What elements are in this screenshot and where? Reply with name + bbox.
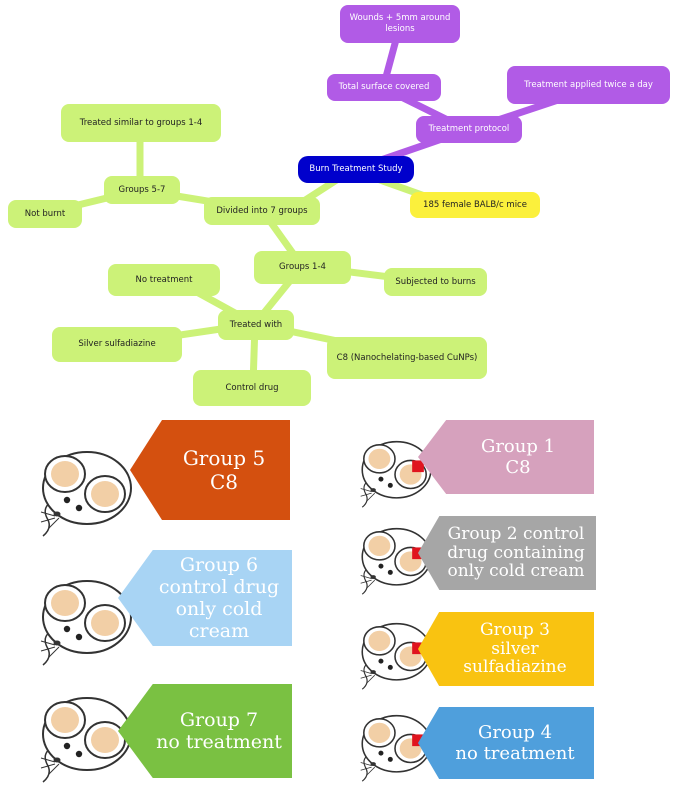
burn-mark-group-3 [412, 642, 424, 655]
mouse-icon-group-4 [359, 714, 432, 782]
group-1-title: Group 1 [480, 436, 556, 457]
node-control-drug: Control drug [193, 370, 311, 406]
node-not-burnt: Not burnt [8, 200, 82, 228]
group-6-treatment-line2: only cold cream [175, 598, 263, 642]
node-silver-sulfadiazine: Silver sulfadiazine [52, 327, 182, 362]
group-3-treatment-line2: sulfadiazine [463, 657, 567, 678]
group-2-line3: only cold cream [447, 561, 585, 582]
mouse-icon-group-3 [359, 622, 432, 690]
group-1-treatment: C8 [505, 457, 531, 478]
burn-mark-group-1 [412, 460, 424, 473]
node-no-treatment: No treatment [108, 264, 220, 296]
node-groups-1-4: Groups 1-4 [254, 251, 351, 284]
group-3-title: Group 3 [480, 619, 550, 640]
group-6-treatment-line1: control drug [158, 576, 280, 598]
group-4-title: Group 4 [477, 722, 553, 743]
node-treatment-protocol: Treatment protocol [416, 116, 522, 143]
group-7-label: Group 7 no treatment [118, 684, 292, 778]
node-wounds: Wounds + 5mm around lesions [340, 5, 460, 43]
group-7-treatment: no treatment [156, 731, 282, 753]
burn-mark-group-2 [412, 547, 424, 560]
group-5-title: Group 5 [182, 446, 266, 470]
node-mice: 185 female BALB/c mice [410, 192, 540, 218]
mouse-icon-group-5 [40, 451, 132, 537]
group-2-label: Group 2 control drug containing only col… [418, 516, 596, 590]
group-4-treatment: no treatment [455, 743, 575, 764]
group-7-title: Group 7 [179, 709, 259, 731]
node-groups-5-7: Groups 5-7 [104, 176, 180, 204]
mouse-icon-group-6 [40, 580, 132, 666]
group-3-treatment-line1: silver [491, 638, 539, 659]
mouse-icon-group-2 [359, 527, 432, 595]
group-6-title: Group 6 [179, 554, 259, 576]
group-2-line2: drug containing [447, 542, 585, 563]
group-3-label: Group 3 silver sulfadiazine [418, 612, 594, 686]
node-subjected-to-burns: Subjected to burns [384, 268, 487, 296]
burn-mark-group-4 [412, 734, 424, 747]
node-treated-similar: Treated similar to groups 1-4 [61, 104, 221, 142]
group-6-label: Group 6 control drug only cold cream [118, 550, 292, 646]
node-twice-a-day: Treatment applied twice a day [507, 66, 670, 104]
node-treated-with: Treated with [218, 310, 294, 340]
group-1-label: Group 1 C8 [418, 420, 594, 494]
node-total-surface: Total surface covered [327, 74, 441, 101]
node-c8-nanochelating: C8 (Nanochelating-based CuNPs) [327, 337, 487, 379]
mouse-icon-group-1 [359, 440, 432, 509]
group-5-label: Group 5 C8 [130, 420, 290, 520]
group-4-label: Group 4 no treatment [418, 707, 594, 779]
node-divided-7-groups: Divided into 7 groups [204, 197, 320, 225]
node-center-burn-study: Burn Treatment Study [298, 156, 414, 183]
group-5-treatment: C8 [209, 470, 239, 494]
group-2-line1: Group 2 control [447, 523, 585, 544]
